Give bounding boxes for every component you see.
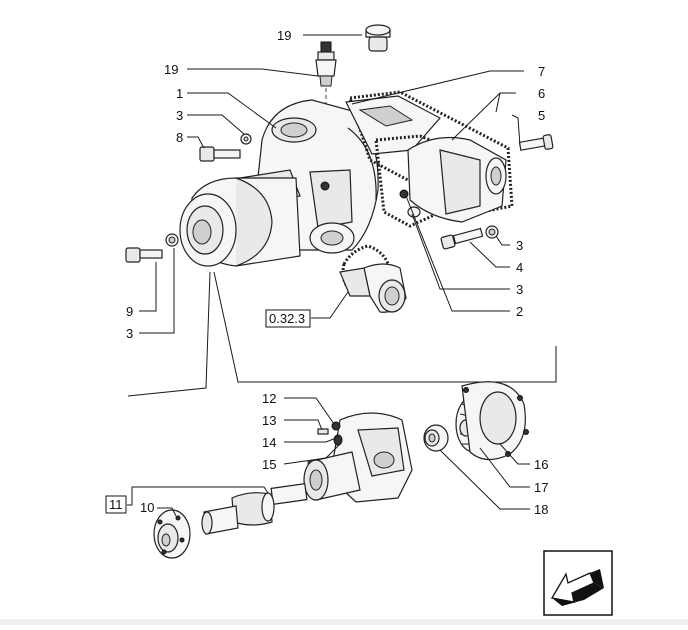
callout-15: 15 xyxy=(262,457,276,472)
callout-labels: 19 19 1 3 8 7 6 5 3 4 3 2 9 3 0.32.3 12 … xyxy=(105,28,548,517)
seal-part xyxy=(423,424,449,452)
bolt-8-part xyxy=(199,133,252,162)
callout-4: 4 xyxy=(516,260,523,275)
callout-11: 11 xyxy=(109,497,123,512)
callout-6: 6 xyxy=(538,86,545,101)
bolt-9-part xyxy=(125,233,179,263)
pump-shaft-part xyxy=(201,483,308,535)
callout-10: 10 xyxy=(140,500,154,515)
outlet-elbow-part xyxy=(339,263,407,313)
callout-5: 5 xyxy=(538,108,545,123)
reference-label: 0.32.3 xyxy=(269,311,305,326)
callout-7: 7 xyxy=(538,64,545,79)
callout-3-right-b: 3 xyxy=(516,282,523,297)
callout-2: 2 xyxy=(516,304,523,319)
callout-3-left: 3 xyxy=(126,326,133,341)
callout-18: 18 xyxy=(534,502,548,517)
pump-body-part xyxy=(303,412,413,503)
callout-9: 9 xyxy=(126,304,133,319)
bolt-5-part xyxy=(518,134,554,151)
callout-13: 13 xyxy=(262,413,276,428)
sensor-part xyxy=(315,41,337,87)
callout-3-upper-left: 3 xyxy=(176,108,183,123)
cylinder-cover-part xyxy=(179,177,301,267)
callout-11-box: 11 xyxy=(105,495,127,514)
callout-14: 14 xyxy=(262,435,276,450)
pump-cover-part xyxy=(461,381,529,461)
leader-lines-lower xyxy=(127,397,530,517)
callout-12: 12 xyxy=(262,391,276,406)
callout-19-cap: 19 xyxy=(277,28,291,43)
callout-3-right-a: 3 xyxy=(516,238,523,253)
callout-8: 8 xyxy=(176,130,183,145)
flange-plate-part xyxy=(345,95,441,155)
view-connector-lines xyxy=(127,271,557,397)
callout-16: 16 xyxy=(534,457,548,472)
cap-part xyxy=(365,24,391,52)
thermostat-cover-part xyxy=(399,136,507,223)
callout-17: 17 xyxy=(534,480,548,495)
callout-1: 1 xyxy=(176,86,183,101)
arrow-left-icon[interactable] xyxy=(543,550,613,616)
leader-lines-upper xyxy=(139,34,524,334)
bottom-bar xyxy=(0,619,688,625)
reference-box: 0.32.3 xyxy=(265,309,311,328)
pulley-hub-part xyxy=(153,509,191,559)
bolt-4-part xyxy=(440,225,499,250)
callout-19-sensor: 19 xyxy=(164,62,178,77)
